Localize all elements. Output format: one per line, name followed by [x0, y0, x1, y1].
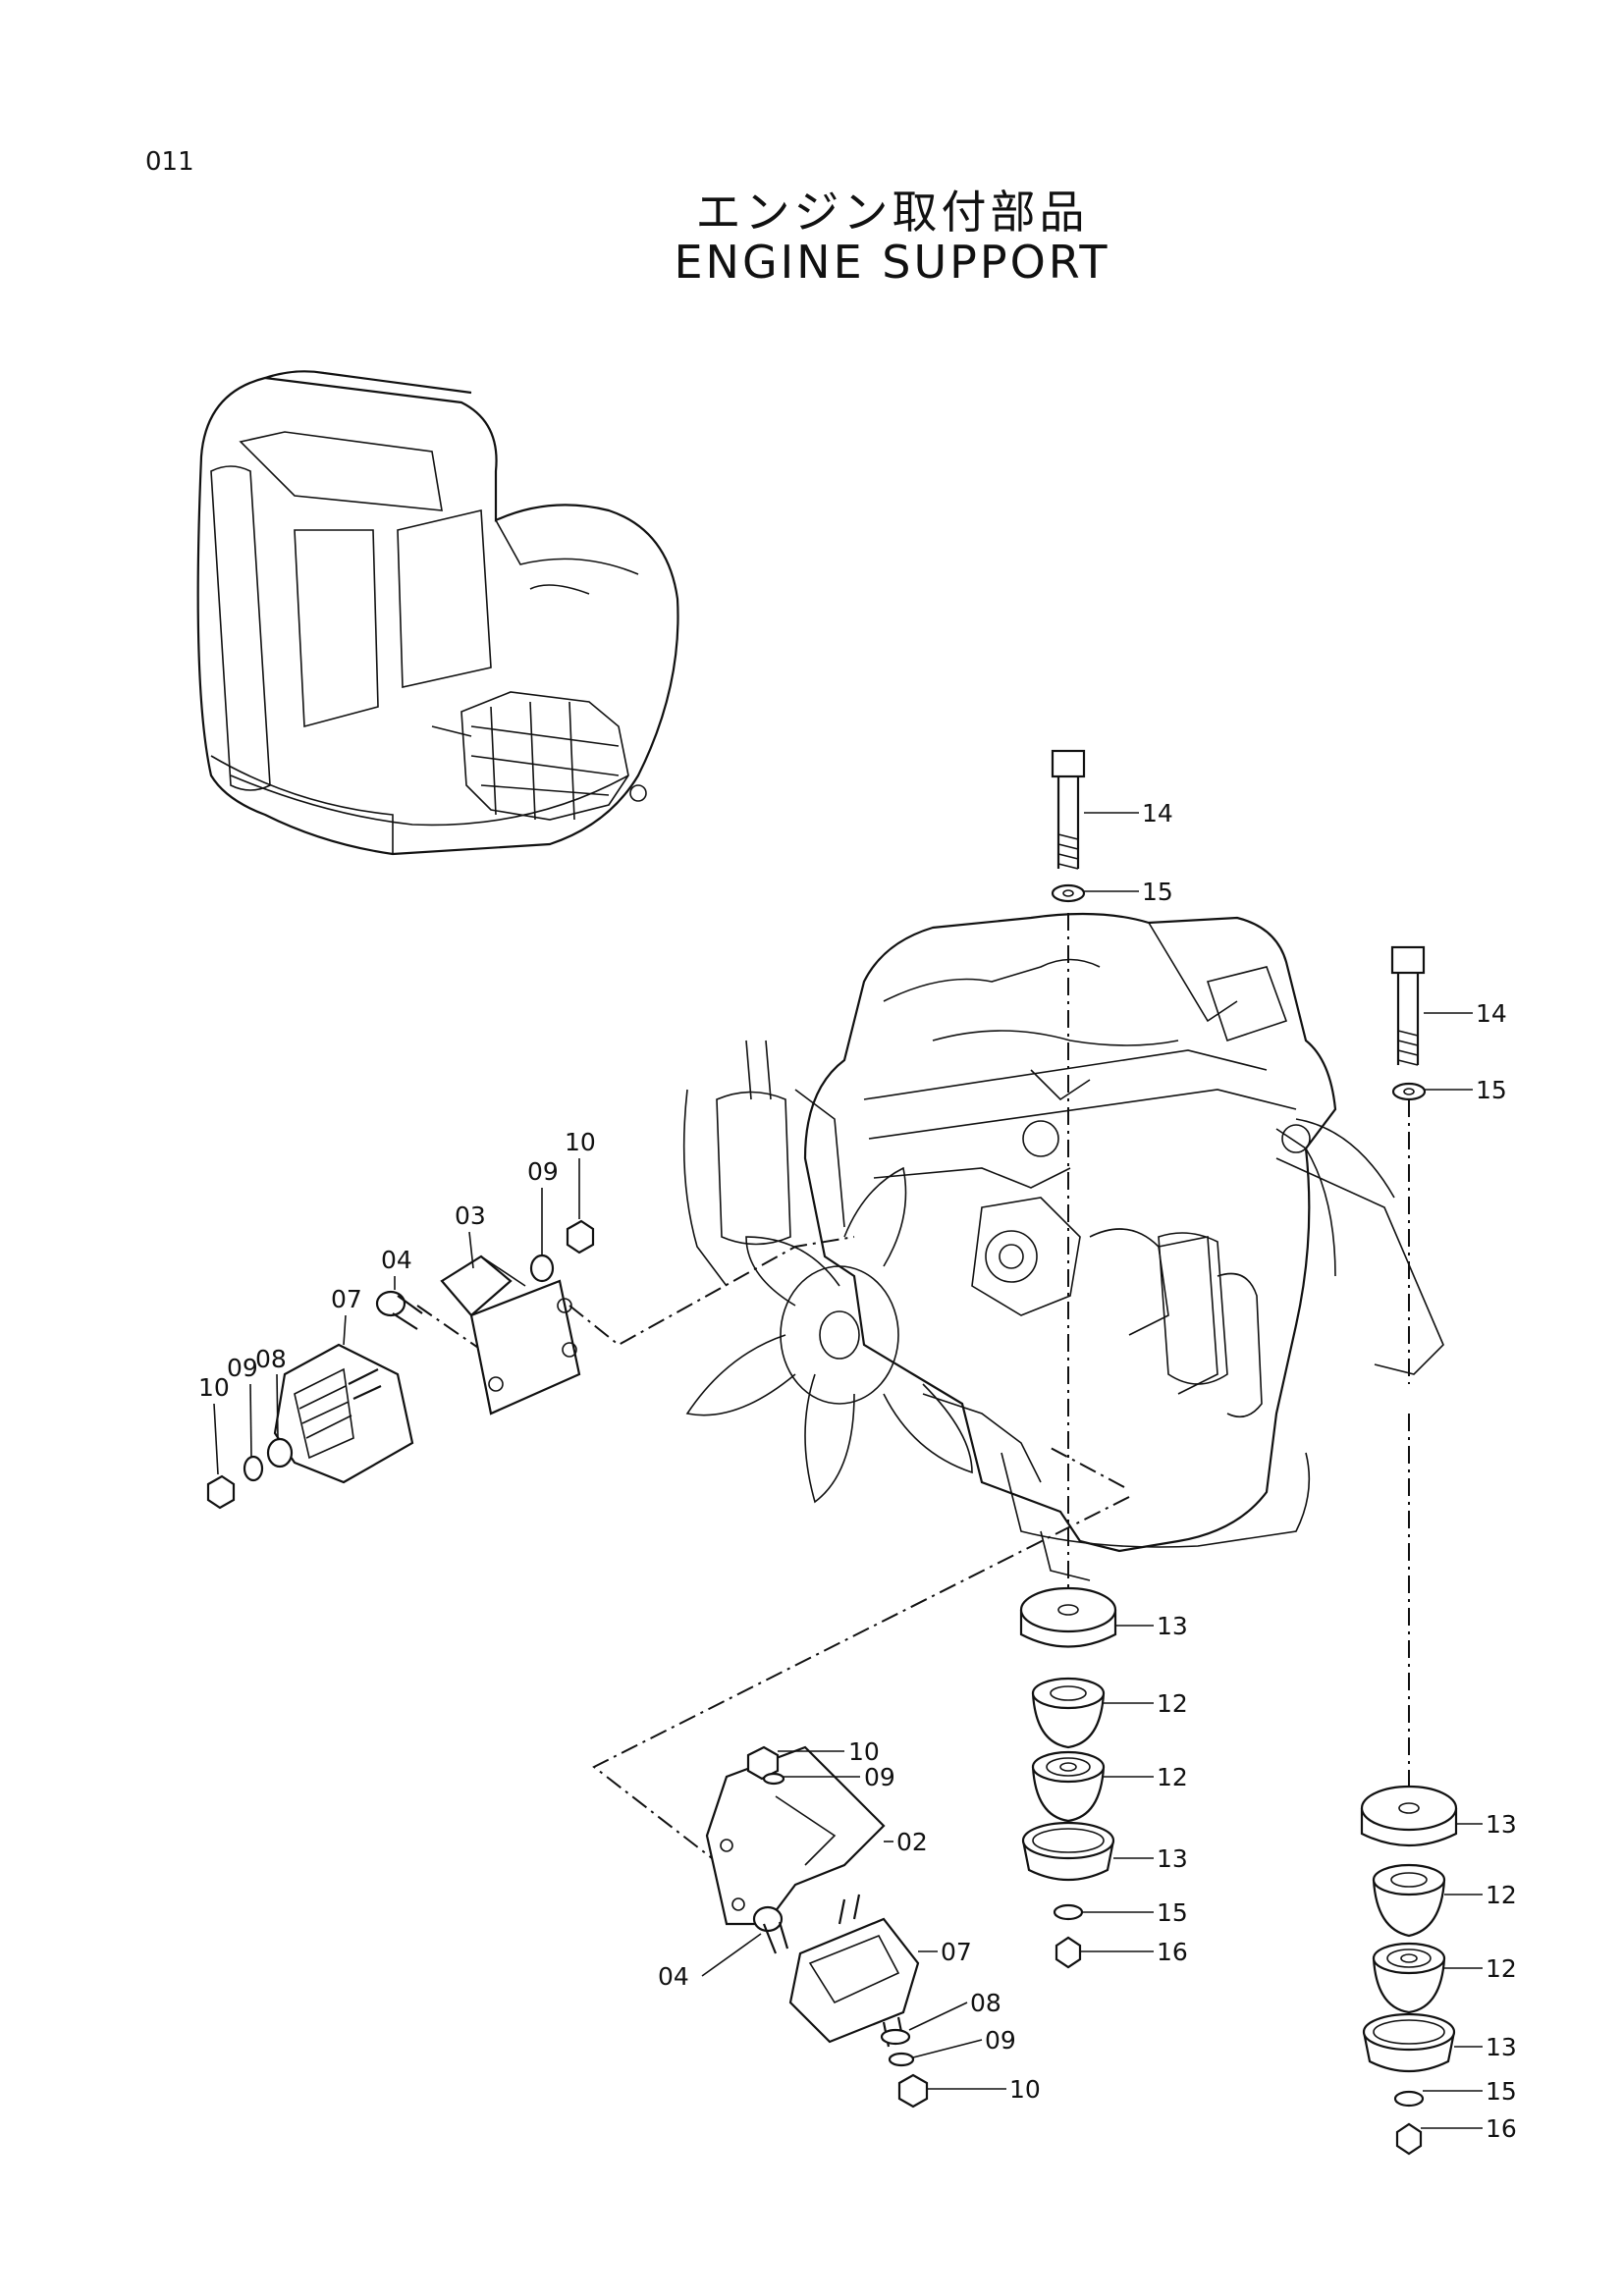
nut-bottom-10b: [897, 2073, 929, 2109]
assembly-lines: [416, 913, 1410, 1886]
rubber-mount-left-07: [273, 1343, 414, 1484]
callout-13-right-bottom: 13: [1486, 2033, 1517, 2061]
callout-04-left: 04: [381, 1246, 412, 1274]
bolt-top-center: [1051, 749, 1086, 870]
callout-07-left: 07: [331, 1285, 362, 1313]
callout-10-left-outer: 10: [198, 1373, 230, 1402]
center-mount-stack: [1019, 1586, 1117, 1969]
nut-left-10b: [206, 1474, 236, 1510]
callout-04-bottom: 04: [658, 1962, 689, 1991]
washer-top-center: [1051, 883, 1086, 903]
callout-09-left-outer: 09: [227, 1354, 258, 1382]
callout-labels: 14 15 14 15 10 09 03 04 07 08 09 10 13 1…: [198, 799, 1517, 2143]
bolt-left-04: [375, 1290, 423, 1330]
callout-02: 02: [896, 1828, 928, 1856]
callout-15-right: 15: [1476, 1076, 1507, 1104]
right-mount-stack: [1360, 1785, 1458, 2156]
leader-lines: [213, 812, 1483, 2129]
washer-bottom-08: [880, 2028, 911, 2046]
nut-left-10a: [566, 1219, 595, 1255]
nut-bottom-10a: [746, 1745, 780, 1781]
bolt-right: [1390, 945, 1426, 1066]
callout-09-left: 09: [527, 1157, 559, 1186]
callout-07-bottom: 07: [941, 1938, 972, 1966]
engine-block: [682, 912, 1444, 1581]
washer-bottom-09a: [762, 1772, 785, 1786]
bracket-bottom-02: [705, 1745, 886, 1926]
callout-16-right: 16: [1486, 2114, 1517, 2143]
callout-15-top-center: 15: [1142, 878, 1173, 906]
excavator-cab-overview: [196, 370, 679, 856]
callout-10-bottom-top: 10: [848, 1737, 880, 1766]
callout-12-center-upper: 12: [1157, 1689, 1188, 1718]
callout-14-top-center: 14: [1142, 799, 1173, 828]
title-japanese: エンジン取付部品: [695, 186, 1089, 239]
callout-09-bottom-top: 09: [864, 1763, 895, 1791]
callout-13-center-bottom: 13: [1157, 1844, 1188, 1873]
page-number: 011: [145, 147, 194, 177]
callout-10-left: 10: [565, 1128, 596, 1156]
callout-03: 03: [455, 1201, 486, 1230]
callout-14-right: 14: [1476, 999, 1507, 1028]
washer-left-09a: [529, 1254, 555, 1283]
callout-13-center-top: 13: [1157, 1612, 1188, 1640]
callout-08-bottom: 08: [970, 1989, 1001, 2017]
callout-16-center: 16: [1157, 1938, 1188, 1966]
rubber-mount-bottom-07: [788, 1894, 920, 2048]
callout-13-right-top: 13: [1486, 1810, 1517, 1839]
callout-15-center: 15: [1157, 1898, 1188, 1927]
engine-inset: [431, 691, 647, 821]
callout-08-left: 08: [255, 1345, 287, 1373]
callout-10-bottom: 10: [1009, 2075, 1041, 2104]
washer-left-09b: [243, 1455, 264, 1482]
title-english: ENGINE SUPPORT: [674, 236, 1110, 289]
bolt-bottom-04: [752, 1905, 789, 1954]
callout-09-bottom: 09: [985, 2026, 1016, 2055]
callout-12-right-upper: 12: [1486, 1881, 1517, 1909]
cooling-fan: [685, 1166, 973, 1504]
washer-right-top: [1391, 1082, 1427, 1101]
washer-left-08: [266, 1437, 294, 1468]
washer-bottom-09b: [888, 2052, 915, 2067]
callout-12-right-lower: 12: [1486, 1954, 1517, 1983]
bracket-left: [440, 1255, 581, 1415]
callout-12-center-lower: 12: [1157, 1763, 1188, 1791]
callout-15-right-bottom: 15: [1486, 2077, 1517, 2106]
